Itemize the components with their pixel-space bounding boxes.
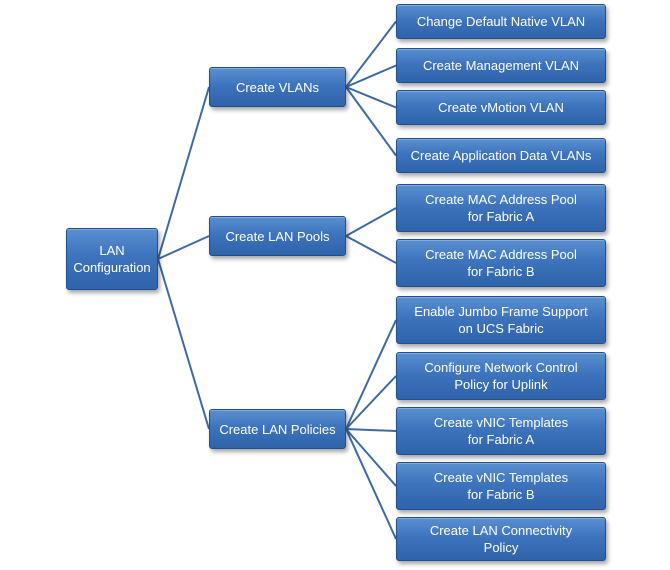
leaf-node-jumbo-frame-support: Enable Jumbo Frame Support on UCS Fabric xyxy=(396,296,606,344)
connector-line xyxy=(345,86,397,157)
connector-line xyxy=(345,428,397,487)
leaf-node-lan-connectivity-policy: Create LAN Connectivity Policy xyxy=(396,517,606,561)
connector-line xyxy=(157,86,210,260)
connector-line xyxy=(345,207,397,237)
leaf-node-mac-pool-fabric-b: Create MAC Address Pool for Fabric B xyxy=(396,239,606,287)
connector-line xyxy=(345,375,397,430)
root-node-lan-configuration: LAN Configuration xyxy=(66,228,158,290)
connector-line xyxy=(345,428,397,540)
leaf-node-network-control-policy: Configure Network Control Policy for Upl… xyxy=(396,352,606,400)
connector-line xyxy=(157,258,210,430)
branch-node-create-lan-pools: Create LAN Pools xyxy=(209,216,346,256)
connector-line xyxy=(345,64,397,88)
leaf-node-vnic-templates-fabric-b: Create vNIC Templates for Fabric B xyxy=(396,462,606,510)
connector-line xyxy=(345,20,397,88)
leaf-node-create-vmotion-vlan: Create vMotion VLAN xyxy=(396,90,606,125)
leaf-node-mac-pool-fabric-a: Create MAC Address Pool for Fabric A xyxy=(396,184,606,232)
connector-line xyxy=(345,235,397,264)
leaf-node-create-management-vlan: Create Management VLAN xyxy=(396,48,606,83)
connector-line xyxy=(345,428,397,432)
connector-line xyxy=(345,86,397,109)
leaf-node-change-default-native-vlan: Change Default Native VLAN xyxy=(396,4,606,39)
branch-node-create-vlans: Create VLANs xyxy=(209,67,346,107)
connector-line xyxy=(345,319,397,430)
leaf-node-create-application-data-vlans: Create Application Data VLANs xyxy=(396,138,606,173)
branch-node-create-lan-policies: Create LAN Policies xyxy=(209,409,346,449)
connector-line xyxy=(157,235,210,260)
leaf-node-vnic-templates-fabric-a: Create vNIC Templates for Fabric A xyxy=(396,407,606,455)
